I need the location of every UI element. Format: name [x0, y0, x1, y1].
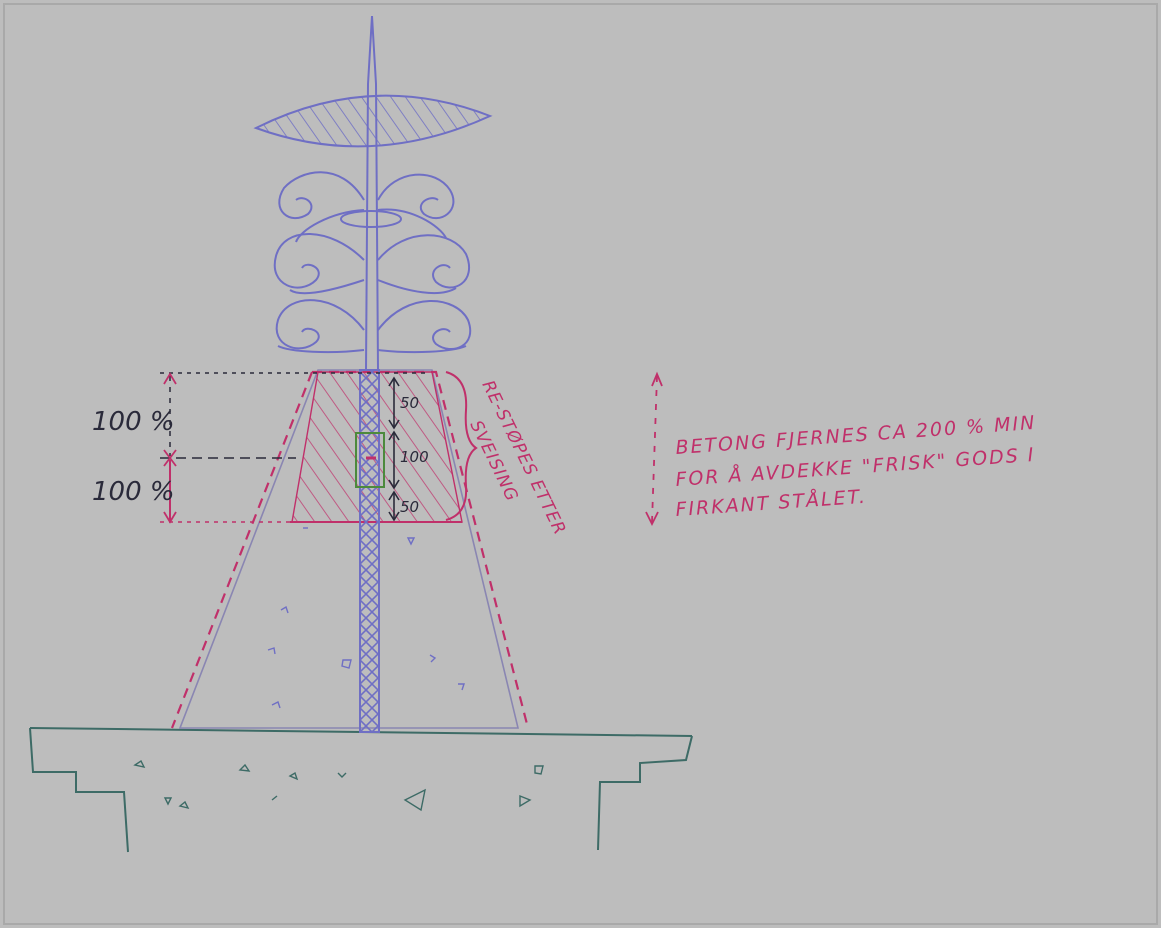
note-line3: FIRKANT STÅLET. [675, 485, 868, 521]
left-dimension [160, 372, 430, 524]
ornament-ring [340, 210, 402, 228]
dim-upper-label: 100 % [92, 407, 175, 437]
aggregate-marks [133, 759, 544, 812]
paper-frame [3, 3, 1158, 925]
note-arrow [645, 371, 663, 527]
segment-dimensions [388, 376, 400, 522]
dim-lower-label: 100 % [92, 477, 175, 507]
weld-insert [355, 432, 385, 488]
seg-bottom-label: 50 [400, 498, 419, 516]
ornament-disc [253, 94, 493, 148]
cone-aggregate-marks [267, 527, 465, 709]
side-brace [445, 371, 478, 521]
mast [359, 15, 380, 733]
seg-mid-label: 100 [400, 448, 429, 466]
concrete-cone [178, 369, 520, 729]
seg-top-label: 50 [400, 394, 419, 412]
ornament-scrolls [273, 171, 472, 354]
plinth [29, 727, 693, 853]
